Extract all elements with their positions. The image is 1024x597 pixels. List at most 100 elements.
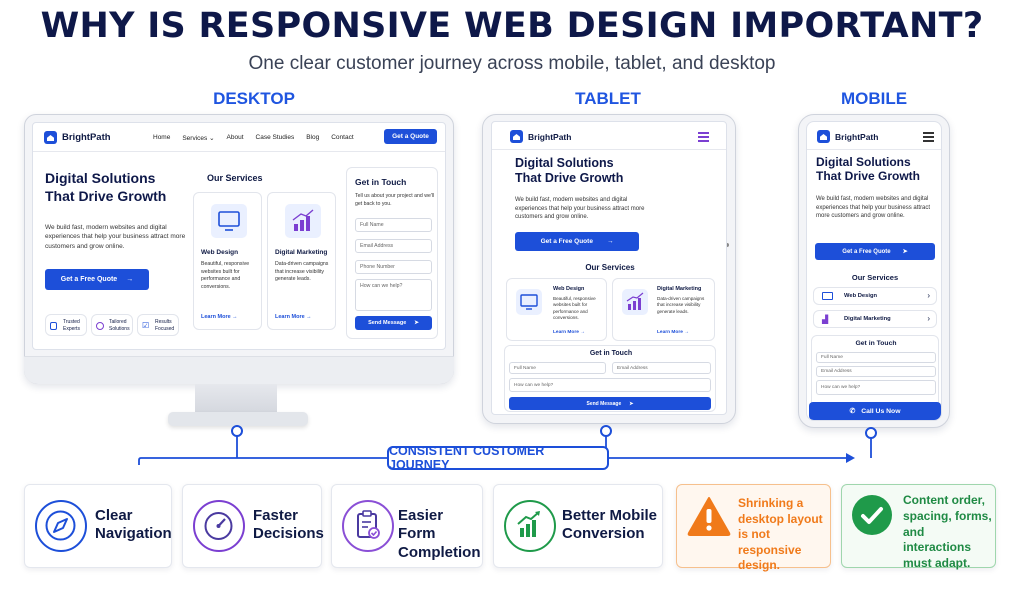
hamburger-menu-icon[interactable] [923,132,934,142]
service-desc: Beautiful, responsive websites built for… [201,261,250,290]
email-field[interactable]: Email Address [355,239,432,253]
tablet-logo[interactable]: BrightPath [510,130,571,143]
message-field[interactable]: How can we help? [355,279,432,311]
adapt-line-4: must adapt. [903,556,971,571]
learn-more-link[interactable]: Learn More → [275,314,312,320]
feature-line-1: Easier Form [398,507,444,543]
mobile-hero-title-1: Digital Solutions [816,155,911,169]
learn-more-link[interactable]: Learn More → [657,330,689,335]
email-field[interactable]: Email Address [612,362,711,374]
hamburger-menu-icon[interactable] [698,132,709,142]
trust-label: Results Focused [155,319,175,332]
message-field[interactable]: How can we help? [816,380,936,395]
tablet-service-digital-marketing[interactable]: Digital Marketing Data-driven campaigns … [612,278,715,341]
send-message-button[interactable]: Send Message➤ [509,397,711,410]
bar-chart-icon [622,289,648,315]
send-icon: ➤ [414,320,419,326]
service-card-web-design[interactable]: Web Design Beautiful, responsive website… [193,192,262,330]
full-name-field[interactable]: Full Name [355,218,432,232]
warning-icon [687,496,731,541]
service-desc: Data-driven campaigns that increase visi… [657,296,705,314]
contact-text: Tell us about your project and we'll get… [355,193,435,207]
get-quote-button[interactable]: Get a Quote [384,129,437,144]
phone-field[interactable]: Phone Number [355,260,432,274]
call-us-now-button[interactable]: ✆Call Us Now [809,402,941,420]
warning-line-2: desktop layout [738,511,823,526]
nav-about[interactable]: About [226,134,244,141]
full-name-field[interactable]: Full Name [816,352,936,363]
chevron-right-icon: › [927,314,930,323]
warning-line-1: Shrinking a [738,496,804,510]
desktop-free-quote-button[interactable]: Get a Free Quote→ [45,269,149,290]
full-name-field[interactable]: Full Name [509,362,606,374]
nav-home[interactable]: Home [153,134,171,141]
page-subtitle: One clear customer journey across mobile… [248,53,776,74]
mobile-logo[interactable]: BrightPath [817,130,878,143]
service-card-digital-marketing[interactable]: Digital Marketing Data-driven campaigns … [267,192,336,330]
email-field[interactable]: Email Address [816,366,936,377]
desktop-chin [24,356,454,384]
nav-contact[interactable]: Contact [331,134,354,141]
contact-heading: Get in Touch [355,177,407,187]
tablet-contact-form: Get in Touch Full Name Email Address How… [504,345,716,412]
mobile-label: MOBILE [840,89,908,108]
send-icon: ➤ [902,249,908,255]
brand-name: BrightPath [528,131,572,142]
phone-icon: ✆ [849,408,856,415]
brand-name: BrightPath [835,131,879,142]
tablet-services-heading: Our Services [585,263,635,272]
brand-icon [817,130,830,143]
feature-line-2: Navigation [95,525,172,543]
service-desc: Data-driven campaigns that increase visi… [275,261,329,283]
check-square-icon: ☑ [142,321,150,330]
mobile-free-quote-button[interactable]: Get a Free Quote➤ [815,243,935,260]
desktop-neck [195,384,277,414]
learn-more-link[interactable]: Learn More → [201,314,238,320]
feature-line-1: Faster [253,507,299,524]
tablet-camera [725,243,729,247]
adapt-line-2: spacing, forms, [903,508,992,523]
tablet-hero-text: We build fast, modern websites and digit… [515,197,645,221]
service-desc: Beautiful, responsive websites built for… [553,296,596,321]
nav-services[interactable]: Services ⌄ [182,135,215,142]
warning-card: Shrinking a desktop layout is not respon… [676,484,831,572]
consistent-journey-label: CONSISTENT CUSTOMER JOURNEY [387,444,609,472]
trust-badge: ☑ Results Focused [137,314,179,336]
trust-label: Trusted Experts [63,319,80,332]
nav-blog[interactable]: Blog [306,134,320,141]
contact-heading: Get in Touch [589,350,633,357]
service-title: Digital Marketing [275,249,328,256]
shield-icon [50,322,57,330]
adapt-line-3: and interactions [903,524,972,555]
nav-divider [807,149,941,150]
message-field[interactable]: How can we help? [509,378,711,392]
trust-label: Tailored Solutions [109,319,130,332]
desktop-logo[interactable]: BrightPath [44,131,111,144]
nav-divider [33,151,445,152]
mobile-hero-title-2: That Drive Growth [816,169,921,183]
nav-case-studies[interactable]: Case Studies [255,134,295,141]
badge-icon [96,322,104,330]
feature-line-1: Better Mobile [562,507,658,524]
desktop-label: DESKTOP [213,89,295,108]
growth-chart-icon [504,500,556,552]
mobile-screen: BrightPath Digital Solutions That Drive … [806,121,942,421]
brand-name: BrightPath [62,132,111,143]
service-title: Digital Marketing [657,286,702,292]
desktop-nav: Home Services ⌄ About Case Studies Blog … [141,134,354,142]
trust-badge: Trusted Experts [45,314,87,336]
tablet-hero-title-2: That Drive Growth [515,171,624,185]
mobile-service-web-design[interactable]: Web Design › [813,287,937,305]
send-message-button[interactable]: Send Message➤ [355,316,432,330]
contact-heading: Get in Touch [855,340,897,347]
brand-icon [510,130,523,143]
tablet-service-web-design[interactable]: Web Design Beautiful, responsive website… [506,278,607,341]
mobile-service-digital-marketing[interactable]: ▟ Digital Marketing › [813,310,937,328]
tablet-free-quote-button[interactable]: Get a Free Quote→ [515,232,639,251]
learn-more-link[interactable]: Learn More → [553,330,585,335]
bar-chart-icon: ▟ [822,315,829,324]
service-title: Web Design [201,249,239,256]
